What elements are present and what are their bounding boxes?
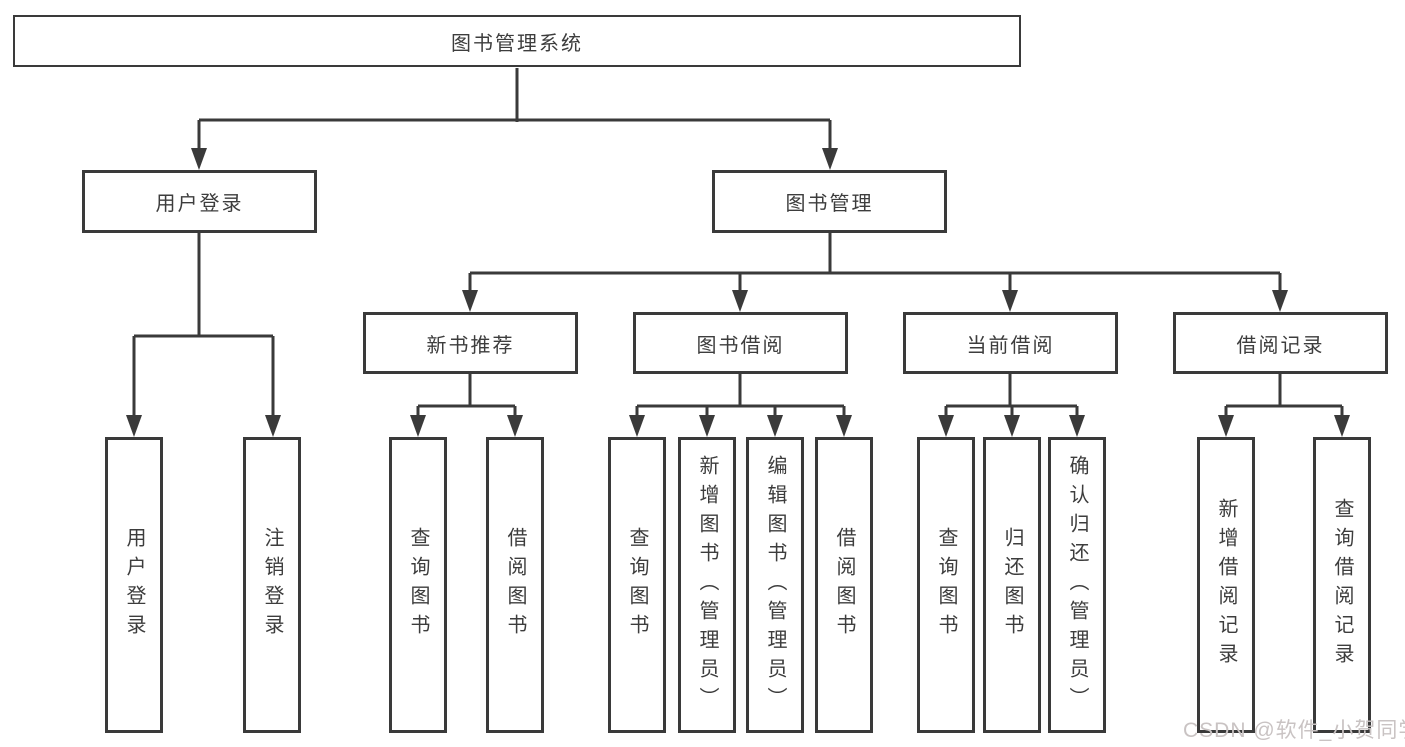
csdn-watermark: CSDN @软件_小贺同学 — [1183, 719, 1405, 742]
node-root-system: 图书管理系统 — [13, 15, 1021, 67]
node-leaf-logout: 注销登录 — [243, 437, 301, 733]
arrow-icon — [126, 415, 142, 437]
arrow-icon — [191, 148, 207, 170]
node-leaf-borrow-books-2: 借阅图书 — [815, 437, 873, 733]
arrow-icon — [767, 415, 783, 437]
arrow-icon — [629, 415, 645, 437]
connector-current-borrow-to-children — [944, 374, 1079, 419]
connector-book-borrow-to-children — [635, 374, 846, 419]
node-leaf-query-books-1: 查询图书 — [389, 437, 447, 733]
node-leaf-add-borrow-record: 新增借阅记录 — [1197, 437, 1255, 733]
node-leaf-user-login: 用户登录 — [105, 437, 163, 733]
arrow-icon — [462, 290, 478, 312]
arrow-icon — [699, 415, 715, 437]
node-current-borrowing: 当前借阅 — [903, 312, 1118, 374]
arrow-icon — [265, 415, 281, 437]
arrow-icon — [836, 415, 852, 437]
arrow-icon — [507, 415, 523, 437]
arrow-icon — [938, 415, 954, 437]
node-book-management-group: 图书管理 — [712, 170, 947, 233]
node-new-book-recommendation: 新书推荐 — [363, 312, 578, 374]
arrow-icon — [410, 415, 426, 437]
node-leaf-return-books: 归还图书 — [983, 437, 1041, 733]
arrow-icon — [1334, 415, 1350, 437]
arrow-icon — [1069, 415, 1085, 437]
arrowheads — [126, 148, 1350, 437]
node-user-login-group: 用户登录 — [82, 170, 317, 233]
node-leaf-query-books-2: 查询图书 — [608, 437, 666, 733]
connector-book-mgmt-to-level2 — [468, 233, 1282, 294]
arrow-icon — [732, 290, 748, 312]
connector-new-book-rec-to-children — [416, 374, 517, 419]
node-leaf-add-books-admin: 新增图书（管理员） — [678, 437, 736, 733]
node-leaf-confirm-return-admin: 确认归还（管理员） — [1048, 437, 1106, 733]
node-leaf-edit-books-admin: 编辑图书（管理员） — [746, 437, 804, 733]
connector-borrow-records-to-children — [1224, 374, 1344, 419]
node-leaf-query-borrow-record: 查询借阅记录 — [1313, 437, 1371, 733]
arrow-icon — [1002, 290, 1018, 312]
node-leaf-query-books-3: 查询图书 — [917, 437, 975, 733]
arrow-icon — [1218, 415, 1234, 437]
arrow-icon — [1272, 290, 1288, 312]
connector-user-login-to-children — [132, 233, 275, 419]
connector-root-to-level1 — [197, 68, 832, 152]
node-leaf-borrow-books-1: 借阅图书 — [486, 437, 544, 733]
node-borrowing-records: 借阅记录 — [1173, 312, 1388, 374]
arrow-icon — [822, 148, 838, 170]
node-book-borrowing: 图书借阅 — [633, 312, 848, 374]
arrow-icon — [1004, 415, 1020, 437]
